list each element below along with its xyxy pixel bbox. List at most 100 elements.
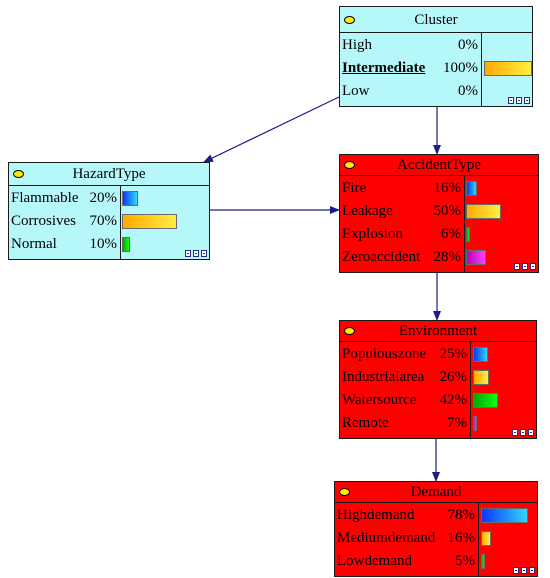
bar-column-divider — [120, 186, 121, 259]
state-row-fire[interactable]: Fire 16% — [340, 177, 538, 200]
state-percent: 70% — [89, 213, 118, 229]
state-percent: 7% — [447, 415, 467, 431]
bar-column-divider — [470, 342, 471, 438]
node-title: Environment — [398, 323, 478, 339]
state-percent: 5% — [455, 553, 475, 569]
node-title: HazardType — [72, 166, 146, 182]
state-row-highdemand[interactable]: Highdemand 78% — [335, 504, 537, 527]
state-row-leakage[interactable]: Leakage 50% — [340, 200, 538, 223]
state-probability-bar — [122, 214, 177, 229]
state-label: Highdemand — [337, 507, 415, 523]
state-percent: 78% — [447, 507, 476, 523]
node-body: Highdemand 78% Mediumdemand 16% Lowdemand 5% — [335, 503, 537, 576]
state-probability-bar — [473, 416, 477, 431]
state-probability-bar — [473, 347, 488, 362]
state-percent: 0% — [458, 37, 478, 53]
state-probability-bar — [481, 508, 528, 523]
node-title: AccidentType — [397, 157, 481, 173]
node-toolbar-icon[interactable] — [514, 263, 536, 270]
node-title: Cluster — [414, 12, 458, 28]
state-row-low[interactable]: Low 0% — [340, 80, 532, 103]
yellow-oval-icon — [13, 170, 24, 178]
state-probability-bar — [466, 250, 486, 265]
yellow-oval-icon — [344, 15, 355, 24]
node-toolbar-icon[interactable] — [512, 429, 534, 436]
node-header[interactable]: Cluster — [340, 7, 532, 33]
state-probability-bar — [122, 191, 138, 206]
state-percent: 16% — [447, 530, 476, 546]
state-percent: 25% — [439, 346, 468, 362]
yellow-oval-icon — [344, 327, 355, 335]
state-percent: 26% — [439, 369, 468, 385]
yellow-oval-icon — [344, 161, 355, 169]
state-label: Leakage — [342, 203, 393, 219]
state-probability-bar — [481, 554, 485, 569]
state-label: Corrosives — [11, 213, 76, 229]
state-label: Flammable — [11, 190, 79, 206]
node-header[interactable]: Demand — [335, 482, 537, 503]
state-row-flammable[interactable]: Flammable 20% — [9, 187, 209, 210]
node-title: Demand — [410, 484, 462, 500]
state-probability-bar — [122, 237, 130, 252]
state-label: Mediumdemand — [337, 530, 436, 546]
node-body: Populouszone 25% Industrialarea 26% Watersou… — [340, 342, 536, 438]
state-label: Intermediate — [342, 60, 426, 76]
node-header[interactable]: Environment — [340, 321, 536, 342]
state-row-remote[interactable]: Remote 7% — [340, 412, 536, 435]
node-header[interactable]: HazardType — [9, 163, 209, 186]
state-label: Lowdemand — [337, 553, 412, 569]
state-probability-bar — [466, 181, 477, 196]
state-row-lowdemand[interactable]: Lowdemand 5% — [335, 550, 537, 573]
state-percent: 28% — [433, 249, 462, 265]
state-percent: 0% — [458, 83, 478, 99]
state-label: High — [342, 37, 372, 53]
state-row-mediumdemand[interactable]: Mediumdemand 16% — [335, 527, 537, 550]
state-probability-bar — [481, 531, 491, 546]
state-percent: 10% — [89, 236, 118, 252]
state-row-watersource[interactable]: Watersource 42% — [340, 389, 536, 412]
node-header[interactable]: AccidentType — [340, 155, 538, 176]
state-row-zeroaccident[interactable]: Zeroaccident 28% — [340, 246, 538, 269]
state-row-industrialarea[interactable]: Industrialarea 26% — [340, 366, 536, 389]
state-probability-bar — [473, 370, 489, 385]
edge-cluster-to-hazardtype — [203, 96, 340, 163]
state-percent: 16% — [433, 180, 462, 196]
state-label: Populouszone — [342, 346, 427, 362]
state-label: Remote — [342, 415, 389, 431]
node-toolbar-icon[interactable] — [513, 567, 535, 574]
state-label: Zeroaccident — [342, 249, 421, 265]
state-row-populouszone[interactable]: Populouszone 25% — [340, 343, 536, 366]
bar-column-divider — [478, 503, 479, 576]
state-percent: 42% — [439, 392, 468, 408]
bar-column-divider — [481, 33, 482, 106]
state-label: Explosion — [342, 226, 403, 242]
state-label: Low — [342, 83, 370, 99]
state-percent: 50% — [433, 203, 462, 219]
state-probability-bar — [466, 227, 470, 242]
state-label: Industrialarea — [342, 369, 425, 385]
state-probability-bar — [484, 61, 532, 76]
state-label: Watersource — [342, 392, 417, 408]
node-toolbar-icon[interactable] — [185, 250, 207, 257]
bar-column-divider — [464, 176, 465, 272]
state-percent: 20% — [89, 190, 118, 206]
state-probability-bar — [466, 204, 501, 219]
state-row-high[interactable]: High 0% — [340, 34, 532, 57]
node-toolbar-icon[interactable] — [508, 97, 530, 104]
state-row-corrosives[interactable]: Corrosives 70% — [9, 210, 209, 233]
state-label: Fire — [342, 180, 367, 196]
yellow-oval-icon — [339, 488, 350, 496]
